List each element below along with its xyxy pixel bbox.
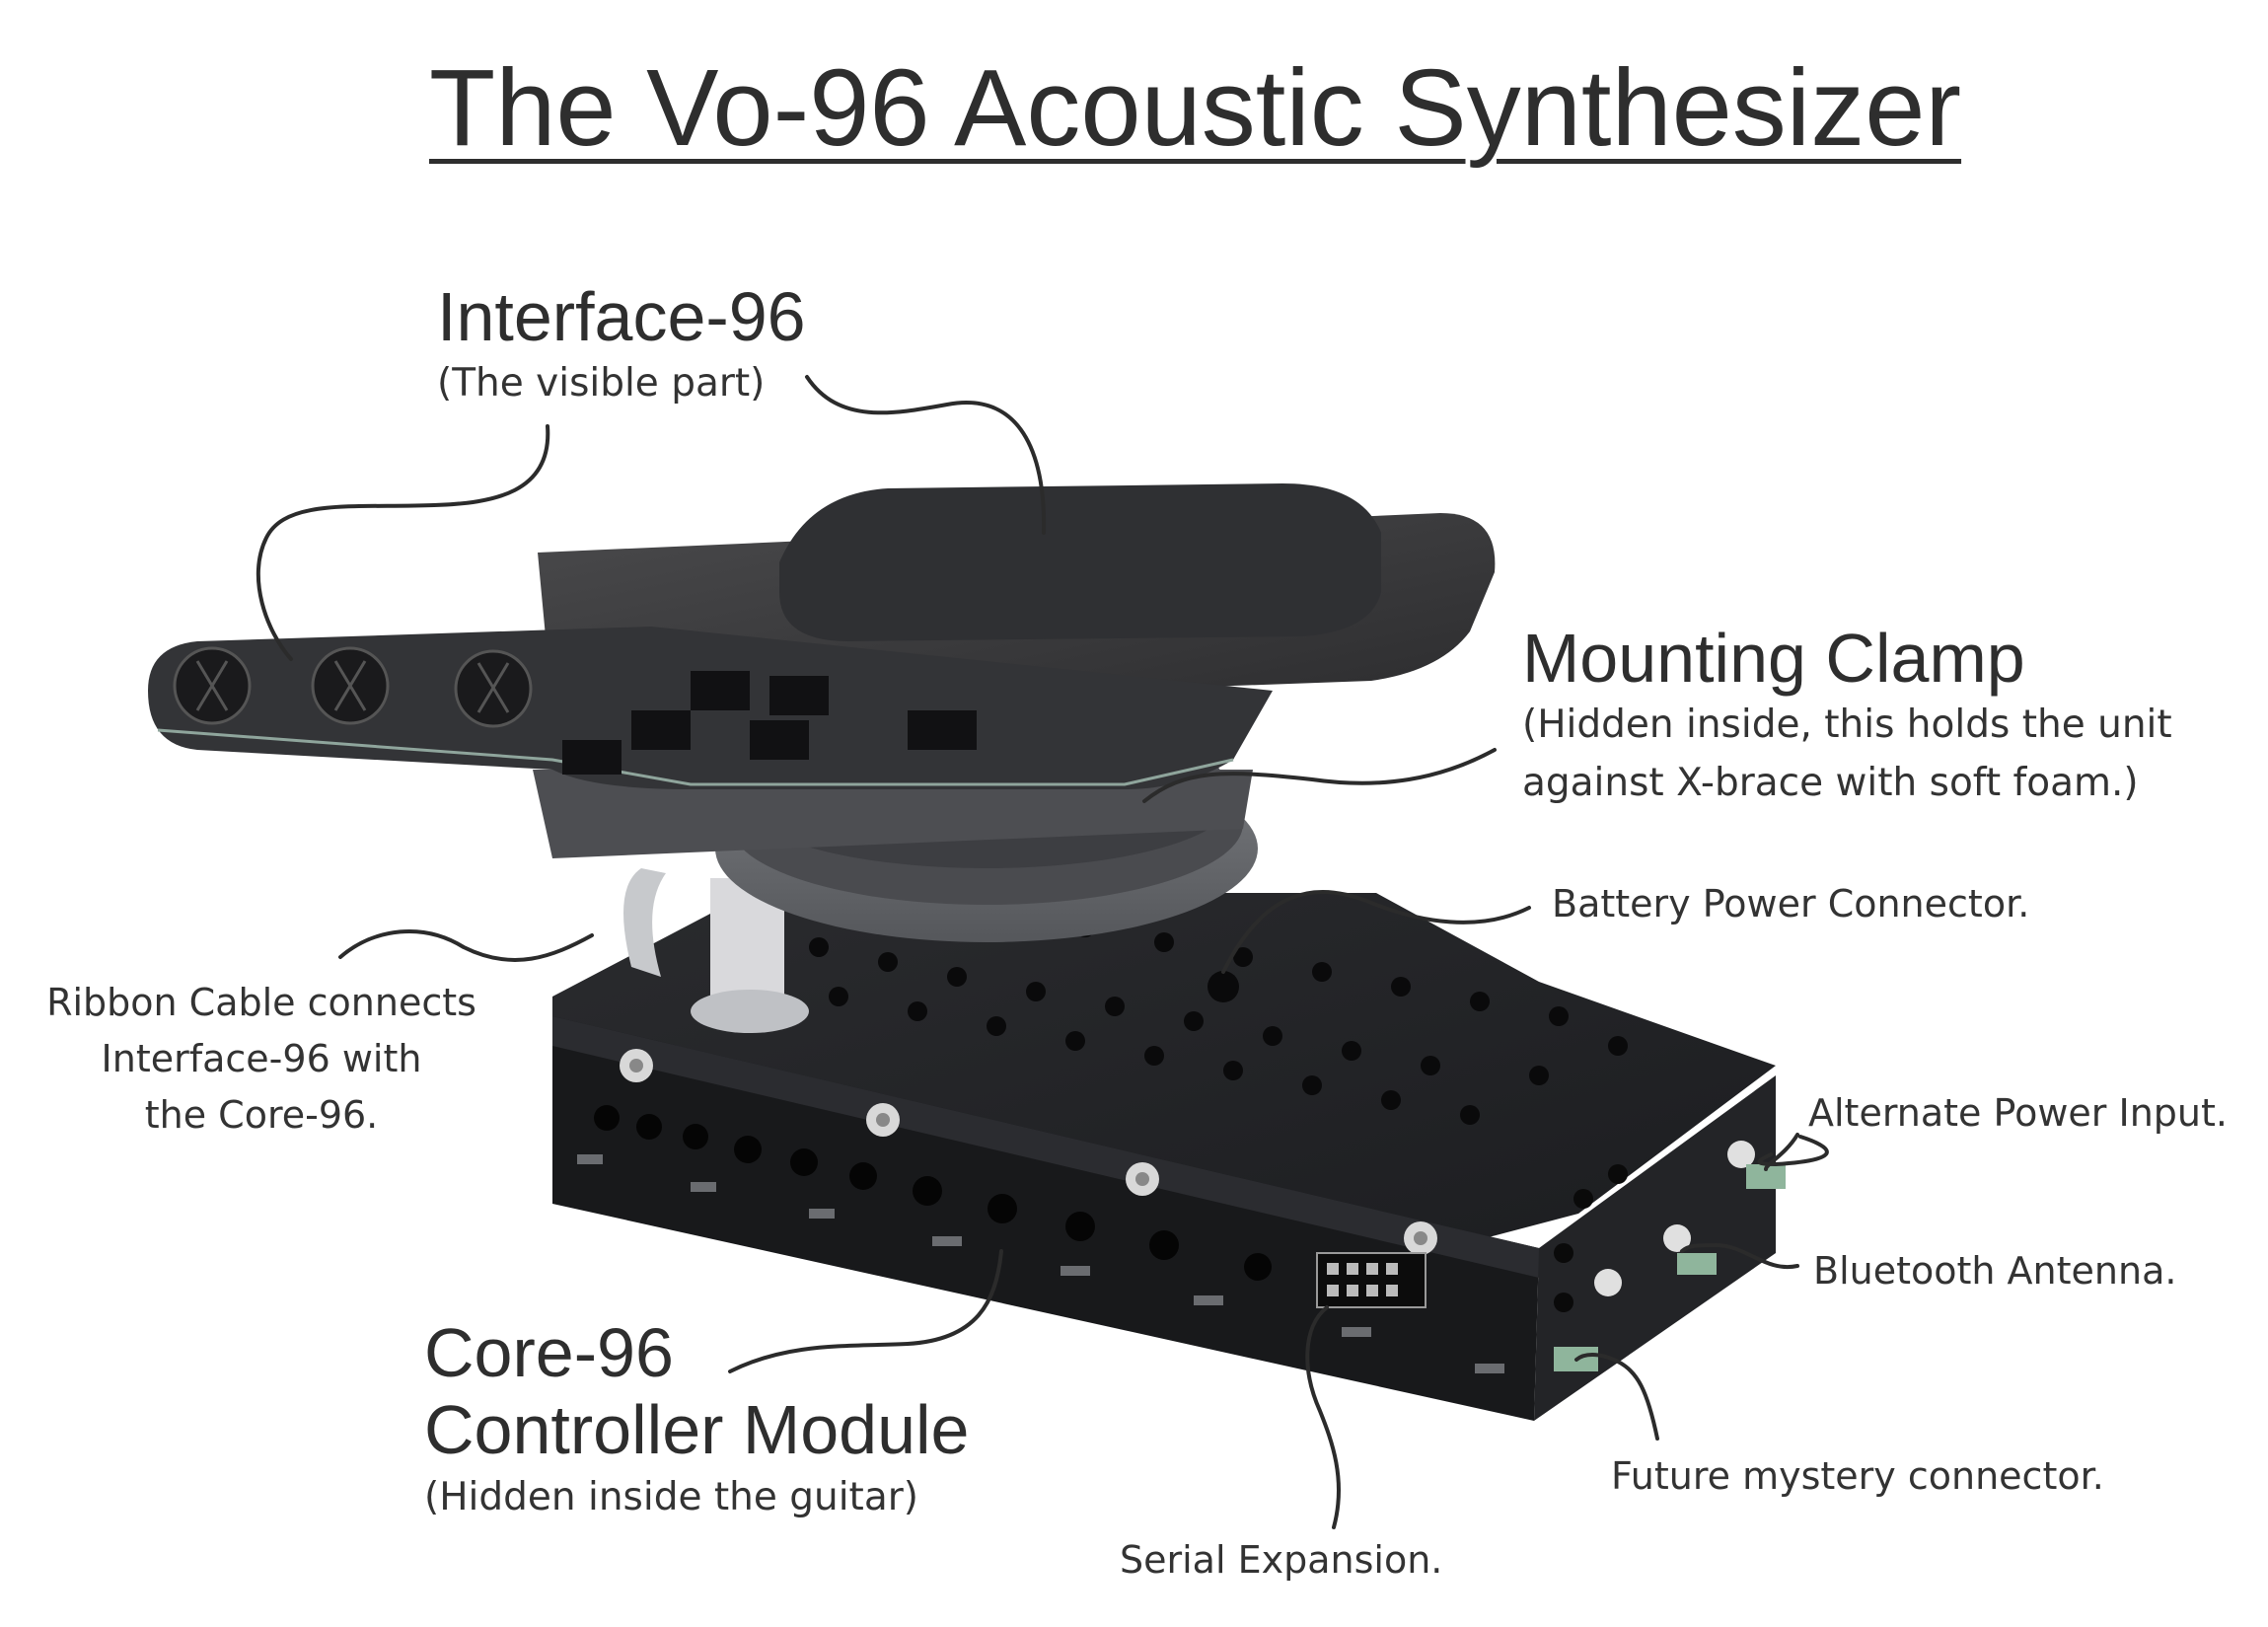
- ribbon-line2: Interface-96 with: [39, 1031, 483, 1087]
- core-label: Core-96 Controller Module (Hidden inside…: [424, 1314, 969, 1526]
- ribbon-line3: the Core-96.: [39, 1087, 483, 1144]
- interface-heading: Interface-96: [437, 278, 806, 355]
- clamp-note-line1: (Hidden inside, this holds the unit: [1522, 697, 2172, 755]
- diagram-title: The Vo-96 Acoustic Synthesizer: [429, 51, 1961, 166]
- core-heading-line1: Core-96: [424, 1314, 969, 1391]
- alt-power-label: Alternate Power Input.: [1808, 1085, 2228, 1142]
- interface-label: Interface-96 (The visible part): [437, 278, 806, 413]
- bluetooth-label: Bluetooth Antenna.: [1813, 1243, 2176, 1299]
- ribbon-label: Ribbon Cable connects Interface-96 with …: [39, 975, 483, 1144]
- clamp-label: Mounting Clamp (Hidden inside, this hold…: [1522, 620, 2172, 812]
- core-heading-line2: Controller Module: [424, 1391, 969, 1468]
- clamp-note-line2: against X-brace with soft foam.): [1522, 755, 2172, 813]
- battery-label: Battery Power Connector.: [1552, 876, 2029, 932]
- clamp-heading: Mounting Clamp: [1522, 620, 2172, 697]
- serial-connector: [1317, 1253, 1426, 1307]
- ribbon-line1: Ribbon Cable connects: [39, 975, 483, 1031]
- arm-ports: [175, 648, 531, 726]
- future-connector-label: Future mystery connector.: [1611, 1448, 2104, 1505]
- core-note: (Hidden inside the guitar): [424, 1469, 969, 1527]
- serial-label: Serial Expansion.: [1120, 1532, 1442, 1589]
- interface-note: (The visible part): [437, 355, 806, 413]
